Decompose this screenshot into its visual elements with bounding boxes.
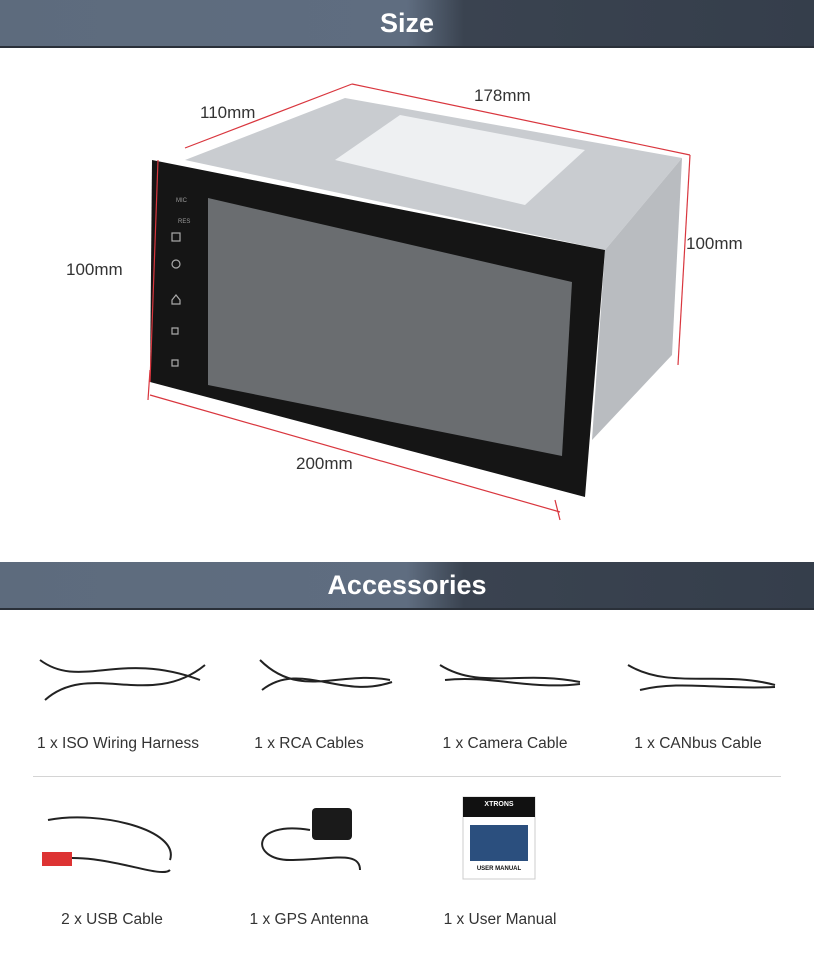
accessory-label: 1 x Camera Cable <box>442 735 568 752</box>
iso-harness-image <box>39 659 206 701</box>
accessory-label: 1 x RCA Cables <box>254 735 364 752</box>
size-title: Size <box>379 7 435 38</box>
accessory-label: 2 x USB Cable <box>61 911 163 928</box>
side-buttons-icons <box>171 232 181 367</box>
unit-side-face <box>592 158 682 440</box>
spec-label <box>335 115 585 205</box>
depth-dimension: 110mm <box>200 103 256 122</box>
screen <box>208 198 572 456</box>
length-dimension: 178mm <box>474 86 531 105</box>
accessory-label: 1 x CANbus Cable <box>634 735 762 752</box>
manual-brand: XTRONS <box>484 801 514 808</box>
rca-cables-image <box>259 659 393 691</box>
reset-label: RES <box>178 219 191 225</box>
accessory-label: 1 x User Manual <box>443 911 557 928</box>
height-left-dimension: 100mm <box>66 260 123 279</box>
manual-title: USER MANUAL <box>476 866 522 872</box>
accessories-title: Accessories <box>327 569 487 600</box>
gps-antenna-image <box>261 827 361 871</box>
camera-cable-image <box>439 664 581 687</box>
accessory-label: 1 x GPS Antenna <box>249 911 369 928</box>
canbus-cable-image <box>627 664 776 691</box>
dimension-lines <box>147 83 691 521</box>
accessories-banner: Accessories <box>0 562 814 610</box>
size-banner: Size <box>0 0 814 48</box>
accessory-label: 1 x ISO Wiring Harness <box>37 735 199 752</box>
height-right-dimension: 100mm <box>686 234 743 253</box>
divider <box>33 776 781 777</box>
head-unit-illustration <box>147 83 691 521</box>
mic-label: MIC <box>176 198 187 204</box>
width-dimension: 200mm <box>296 454 353 473</box>
